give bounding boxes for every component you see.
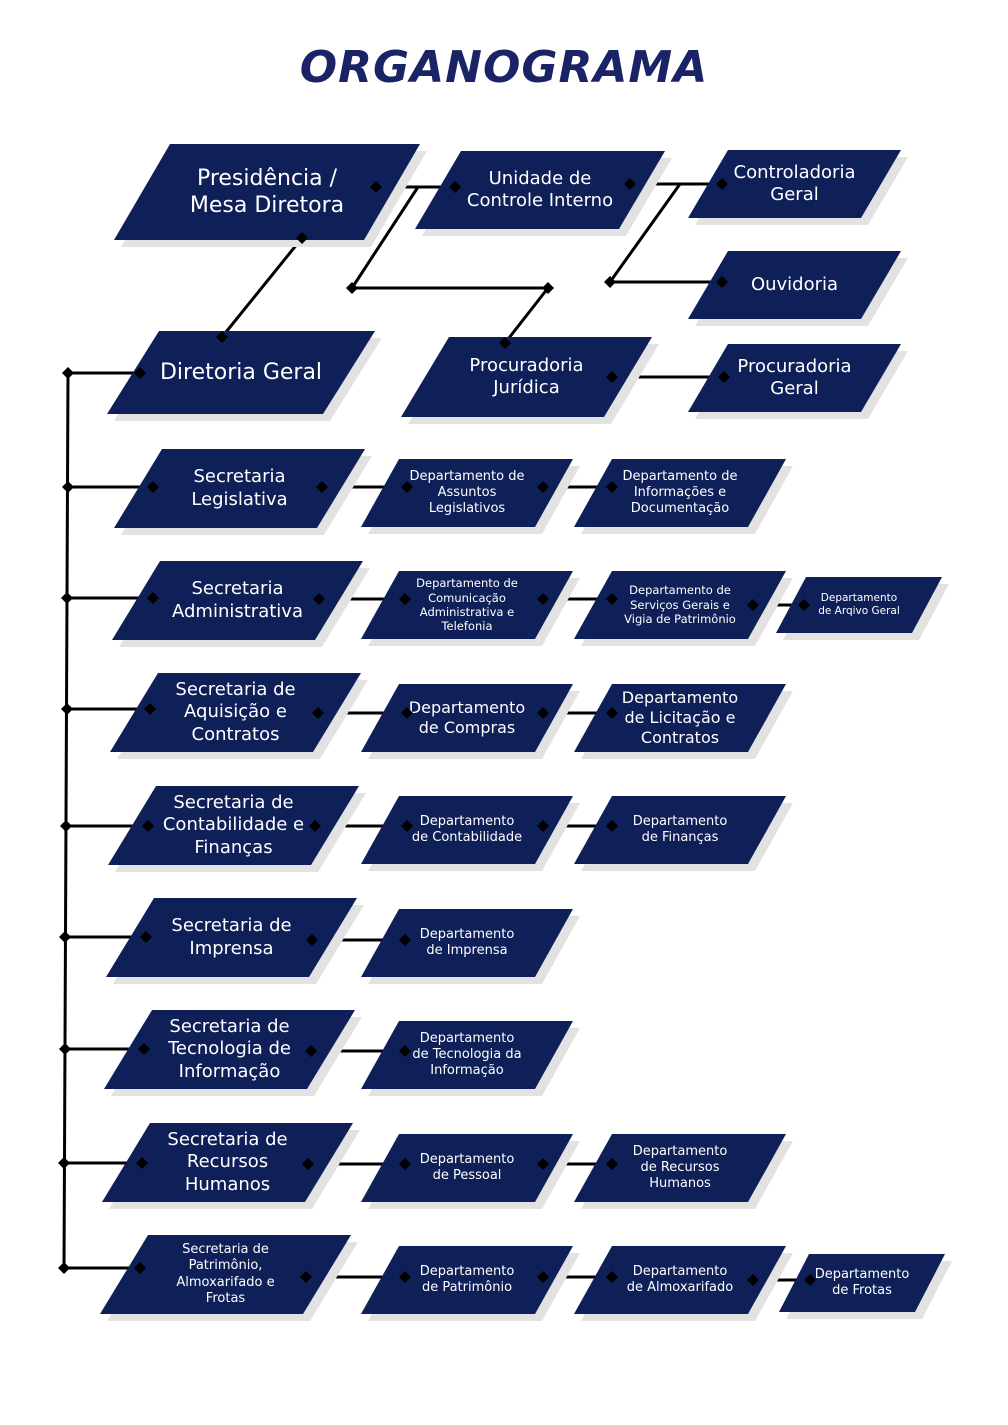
connector-node xyxy=(537,1158,549,1170)
connector-node xyxy=(302,1158,314,1170)
connector-node xyxy=(134,1262,146,1274)
connector-node xyxy=(59,931,71,943)
connector-node xyxy=(140,931,152,943)
connector-node xyxy=(718,371,730,383)
node-departamento-comunicacao: Departamento de Comunicação Administrati… xyxy=(361,571,573,639)
connector-node xyxy=(537,1271,549,1283)
connector-node xyxy=(316,481,328,493)
node-controladoria-geral: Controladoria Geral xyxy=(688,150,901,218)
connector-node xyxy=(537,707,549,719)
connector-node xyxy=(606,481,618,493)
connector-node xyxy=(61,703,73,715)
connector-node xyxy=(306,934,318,946)
node-departamento-frotas: Departamento de Frotas xyxy=(779,1254,945,1312)
connector-node xyxy=(624,178,636,190)
node-secretaria-recursos-humanos: Secretaria de Recursos Humanos xyxy=(102,1123,353,1202)
connector-node xyxy=(346,282,358,294)
node-secretaria-contabilidade-financas: Secretaria de Contabilidade e Finanças xyxy=(108,786,359,865)
node-departamento-pessoal: Departamento de Pessoal xyxy=(361,1134,573,1202)
connector-node xyxy=(537,593,549,605)
connector-node xyxy=(401,481,413,493)
node-ouvidoria: Ouvidoria xyxy=(688,251,901,319)
connector-node xyxy=(606,820,618,832)
connector-node xyxy=(147,592,159,604)
connector-node xyxy=(606,371,618,383)
connector-node xyxy=(305,1045,317,1057)
node-departamento-contabilidade: Departamento de Contabilidade xyxy=(361,796,573,864)
connector-node xyxy=(134,367,146,379)
node-departamento-servicos-gerais: Departamento de Serviços Gerais e Vigia … xyxy=(574,571,786,639)
node-controle-interno: Unidade de Controle Interno xyxy=(415,151,665,229)
node-departamento-financas: Departamento de Finanças xyxy=(574,796,786,864)
node-secretaria-administrativa: Secretaria Administrativa xyxy=(112,561,363,640)
node-departamento-almoxarifado: Departamento de Almoxarifado xyxy=(574,1246,786,1314)
connector-node xyxy=(747,599,759,611)
connector-node xyxy=(138,1043,150,1055)
connector-node xyxy=(144,703,156,715)
connector-node xyxy=(606,1158,618,1170)
connector-node xyxy=(60,820,72,832)
connector-node xyxy=(401,707,413,719)
connector-node xyxy=(309,820,321,832)
connector-node xyxy=(449,181,461,193)
node-secretaria-tecnologia-informacao: Secretaria de Tecnologia de Informação xyxy=(104,1010,355,1089)
connector-node xyxy=(716,276,728,288)
node-secretaria-aquisicao-contratos: Secretaria de Aquisição e Contratos xyxy=(110,673,361,752)
connector-node xyxy=(312,707,324,719)
connector-node xyxy=(61,592,73,604)
connector-node xyxy=(399,1158,411,1170)
node-departamento-informacoes-documentacao: Departamento de Informações e Documentaç… xyxy=(574,459,786,527)
page-title: ORGANOGRAMA xyxy=(299,42,709,93)
connector-node xyxy=(542,282,554,294)
node-secretaria-imprensa: Secretaria de Imprensa xyxy=(106,898,357,977)
connector-node xyxy=(142,820,154,832)
node-diretoria-geral: Diretoria Geral xyxy=(107,331,375,414)
connector-node xyxy=(62,481,74,493)
connector-node xyxy=(606,1271,618,1283)
connector-node xyxy=(399,1271,411,1283)
connector-node xyxy=(296,232,308,244)
connector-node xyxy=(499,337,511,349)
node-presidencia: Presidência / Mesa Diretora xyxy=(114,144,420,240)
node-departamento-imprensa: Departamento de Imprensa xyxy=(361,909,573,977)
node-secretaria-legislativa: Secretaria Legislativa xyxy=(114,449,365,528)
connector-node xyxy=(62,367,74,379)
connector-node xyxy=(300,1271,312,1283)
connector-node xyxy=(136,1157,148,1169)
connector-node xyxy=(604,276,616,288)
node-departamento-licitacao-contratos: Departamento de Licitação e Contratos xyxy=(574,684,786,752)
connector-node xyxy=(399,934,411,946)
connector-node xyxy=(401,820,413,832)
node-procuradoria-juridica: Procuradoria Jurídica xyxy=(401,337,652,417)
connector-node xyxy=(370,181,382,193)
connector-node xyxy=(399,593,411,605)
node-secretaria-patrimonio-almoxarifado-frotas: Secretaria de Patrimônio, Almoxarifado e… xyxy=(100,1235,351,1314)
connector-node xyxy=(147,481,159,493)
node-departamento-patrimonio: Departamento de Patrimônio xyxy=(361,1246,573,1314)
connector-node xyxy=(606,593,618,605)
connector-node xyxy=(606,707,618,719)
connector-node xyxy=(58,1157,70,1169)
connector-node xyxy=(798,599,810,611)
connector-node xyxy=(804,1274,816,1286)
connector-node xyxy=(59,1043,71,1055)
node-departamento-tecnologia-informacao: Departamento de Tecnologia da Informação xyxy=(361,1021,573,1089)
node-departamento-recursos-humanos: Departamento de Recursos Humanos xyxy=(574,1134,786,1202)
connector-node xyxy=(313,593,325,605)
connector-node xyxy=(747,1274,759,1286)
node-procuradoria-geral: Procuradoria Geral xyxy=(688,344,901,412)
connector-node xyxy=(216,331,228,343)
connector-node xyxy=(537,820,549,832)
connector-node xyxy=(537,481,549,493)
node-departamento-arquivo-geral: Departamento de Arqivo Geral xyxy=(776,577,942,633)
connector-node xyxy=(58,1262,70,1274)
node-departamento-assuntos-legislativos: Departamento de Assuntos Legislativos xyxy=(361,459,573,527)
connector-node xyxy=(399,1045,411,1057)
connector-node xyxy=(716,178,728,190)
node-departamento-compras: Departamento de Compras xyxy=(361,684,573,752)
